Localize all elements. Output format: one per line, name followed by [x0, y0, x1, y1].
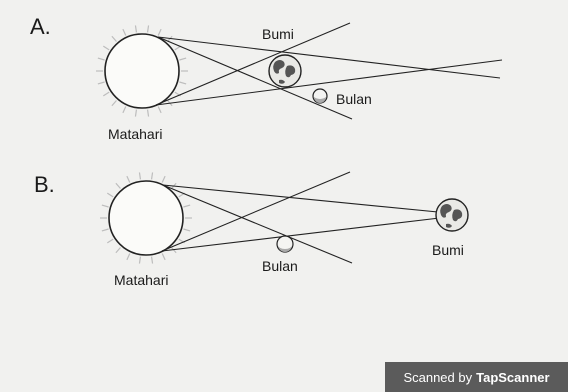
sun-ray [146, 109, 150, 117]
sun-ray [106, 238, 114, 244]
panel-a-earth-label: Bumi [262, 26, 294, 42]
penumbra-ray-lower [157, 36, 353, 120]
sun-ray [102, 45, 110, 51]
panel-b-earth-label: Bumi [432, 242, 464, 258]
light-rays [155, 22, 503, 120]
panel-a-moon-label: Bulan [336, 91, 372, 107]
umbra-ray-lower [161, 216, 449, 252]
earth-icon [268, 54, 302, 88]
watermark-brand: TapScanner [476, 369, 550, 385]
moon-icon [312, 88, 328, 104]
panel-a-sun-label: Matahari [108, 126, 163, 142]
sun-icon [96, 25, 188, 117]
sun-ray [150, 256, 154, 264]
light-rays [161, 171, 449, 264]
sun-ray [97, 57, 105, 61]
sun-ray [101, 204, 109, 208]
sun-ray [157, 28, 162, 36]
sun-ray [146, 25, 150, 33]
sun-ray [106, 192, 114, 198]
umbra-ray-upper [157, 36, 501, 79]
sun-ray [183, 228, 191, 232]
sun-ray [111, 100, 117, 107]
umbra-ray-upper [162, 184, 449, 214]
moon-icon [276, 235, 294, 253]
sun-ray [179, 81, 187, 85]
sun-ray [134, 109, 138, 117]
penumbra-ray-upper [161, 171, 351, 252]
sun-ray [102, 91, 110, 97]
penumbra-ray-upper [155, 22, 351, 106]
sun-ray [126, 253, 131, 261]
umbra-ray-lower [155, 59, 503, 106]
panel-a-letter: A. [30, 14, 51, 39]
sun-ray [134, 25, 138, 33]
sun-ray [138, 256, 142, 264]
sun-ray [115, 247, 121, 254]
earth-icon [435, 198, 469, 232]
sun-ray [115, 182, 121, 189]
panel-b-sun-label: Matahari [114, 272, 169, 288]
panel-b [100, 171, 469, 264]
panel-b-letter: B. [34, 172, 55, 197]
sun-ray [126, 175, 131, 183]
sun-ray [179, 57, 187, 61]
sun-ray [101, 228, 109, 232]
sun-ray [161, 253, 166, 261]
sun-ray [157, 106, 162, 114]
penumbra-ray-lower [162, 184, 353, 264]
watermark-prefix: Scanned by [403, 369, 473, 385]
panel-a [96, 22, 503, 120]
sun-ray [183, 204, 191, 208]
sun-ray [122, 28, 127, 36]
sun-ray [150, 172, 154, 180]
sun-ray [138, 172, 142, 180]
sun-ray [122, 106, 127, 114]
sun-ray [111, 35, 117, 42]
sun-ray [97, 81, 105, 85]
panel-b-moon-label: Bulan [262, 258, 298, 274]
sun-icon [100, 172, 192, 264]
sun-ray [161, 175, 166, 183]
